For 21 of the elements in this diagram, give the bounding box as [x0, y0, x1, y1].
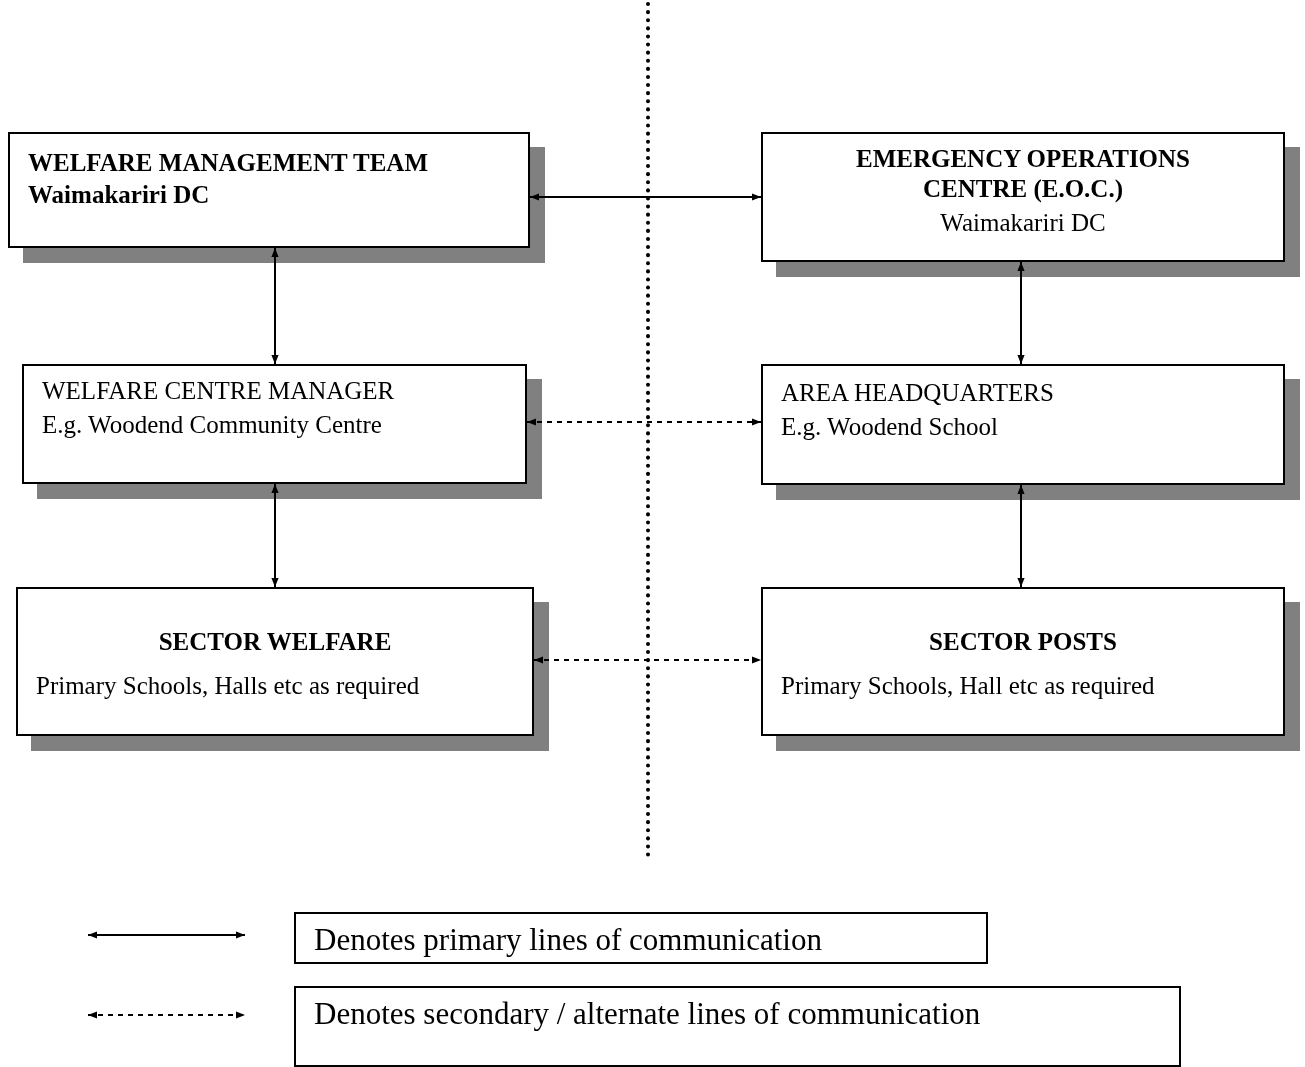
box-heading: WELFARE CENTRE MANAGER — [42, 376, 395, 406]
double-arrow — [1017, 484, 1025, 588]
box-text: Primary Schools, Hall etc as required — [781, 671, 1155, 701]
box-text: Waimakariri DC — [28, 180, 210, 210]
double-arrow — [1017, 261, 1025, 365]
box-text: E.g. Woodend Community Centre — [42, 410, 382, 440]
box-heading: SECTOR WELFARE — [157, 627, 393, 657]
box-heading: AREA HEADQUARTERS — [781, 378, 1054, 408]
double-arrow — [526, 418, 762, 426]
box-text: E.g. Woodend School — [781, 412, 998, 442]
box-heading: WELFARE MANAGEMENT TEAM — [28, 148, 429, 178]
legend-text: Denotes primary lines of communication — [294, 912, 988, 964]
double-arrow — [271, 247, 279, 365]
box-heading: EMERGENCY OPERATIONS CENTRE (E.O.C.) — [854, 144, 1192, 204]
double-arrow — [529, 193, 762, 201]
double-arrow — [271, 483, 279, 588]
box-text: Waimakariri DC — [939, 208, 1107, 238]
legend-text: Denotes secondary / alternate lines of communication — [294, 986, 1181, 1067]
box-heading: SECTOR POSTS — [928, 627, 1118, 657]
double-arrow — [533, 656, 762, 664]
box-text: Primary Schools, Halls etc as required — [36, 671, 420, 701]
